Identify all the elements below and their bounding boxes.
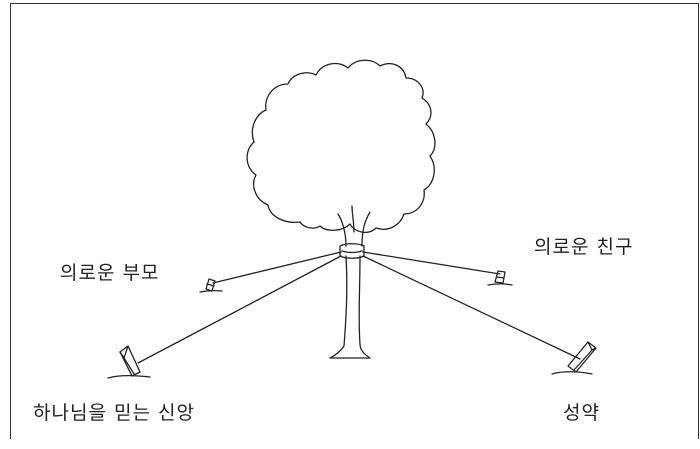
tree-trunk bbox=[329, 205, 371, 359]
ropes bbox=[137, 251, 581, 364]
label-righteous-friend: 의로운 친구 bbox=[534, 236, 634, 258]
rope-parents bbox=[212, 251, 342, 284]
rope-friend bbox=[362, 251, 501, 275]
tree-canopy bbox=[246, 59, 436, 234]
rope-covenant bbox=[362, 255, 581, 360]
label-faith-in-god: 하나님을 믿는 신앙 bbox=[33, 402, 195, 424]
stake-faith bbox=[107, 345, 151, 379]
diagram-frame bbox=[10, 3, 699, 439]
stake-parents bbox=[199, 278, 223, 293]
label-righteous-parents: 의로운 부모 bbox=[60, 262, 160, 284]
rope-faith bbox=[137, 255, 342, 364]
label-covenant: 성약 bbox=[563, 402, 600, 424]
stake-friend bbox=[487, 270, 513, 286]
stake-covenant bbox=[551, 341, 597, 375]
